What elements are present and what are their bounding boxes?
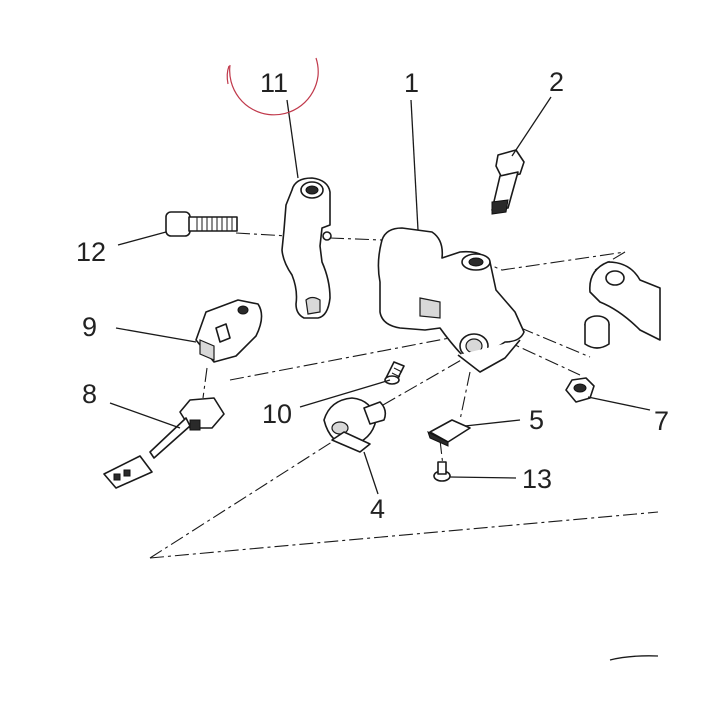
part-10-screw [384, 361, 405, 385]
callout-13: 13 [522, 464, 552, 494]
callout-8: 8 [82, 379, 97, 409]
callout-12: 12 [76, 237, 106, 267]
part-2-pin [491, 149, 525, 215]
callout-7: 7 [654, 406, 669, 436]
part-5-clip [427, 419, 471, 447]
highlight-circle-left [226, 65, 230, 85]
highlight-circle [229, 57, 319, 116]
part-12-bolt [165, 211, 238, 237]
cropped-edge-line [609, 655, 659, 661]
callout-labels: 11 1 2 12 9 8 10 5 4 13 7 [76, 67, 669, 524]
callout-1: 1 [404, 68, 419, 98]
part-7-lever-assembly [565, 261, 661, 403]
callout-5: 5 [529, 405, 544, 435]
part-8-switch-cable [103, 397, 225, 489]
callout-10: 10 [262, 399, 292, 429]
callout-4: 4 [370, 494, 385, 524]
part-9-switch-housing [195, 299, 263, 363]
part-11-clamp [281, 177, 332, 319]
part-13-screw [433, 461, 451, 482]
callout-11: 11 [260, 68, 288, 98]
part-1-bracket [377, 227, 525, 373]
part-4-sensor [323, 397, 387, 453]
callout-2: 2 [549, 67, 564, 97]
callout-9: 9 [82, 312, 97, 342]
